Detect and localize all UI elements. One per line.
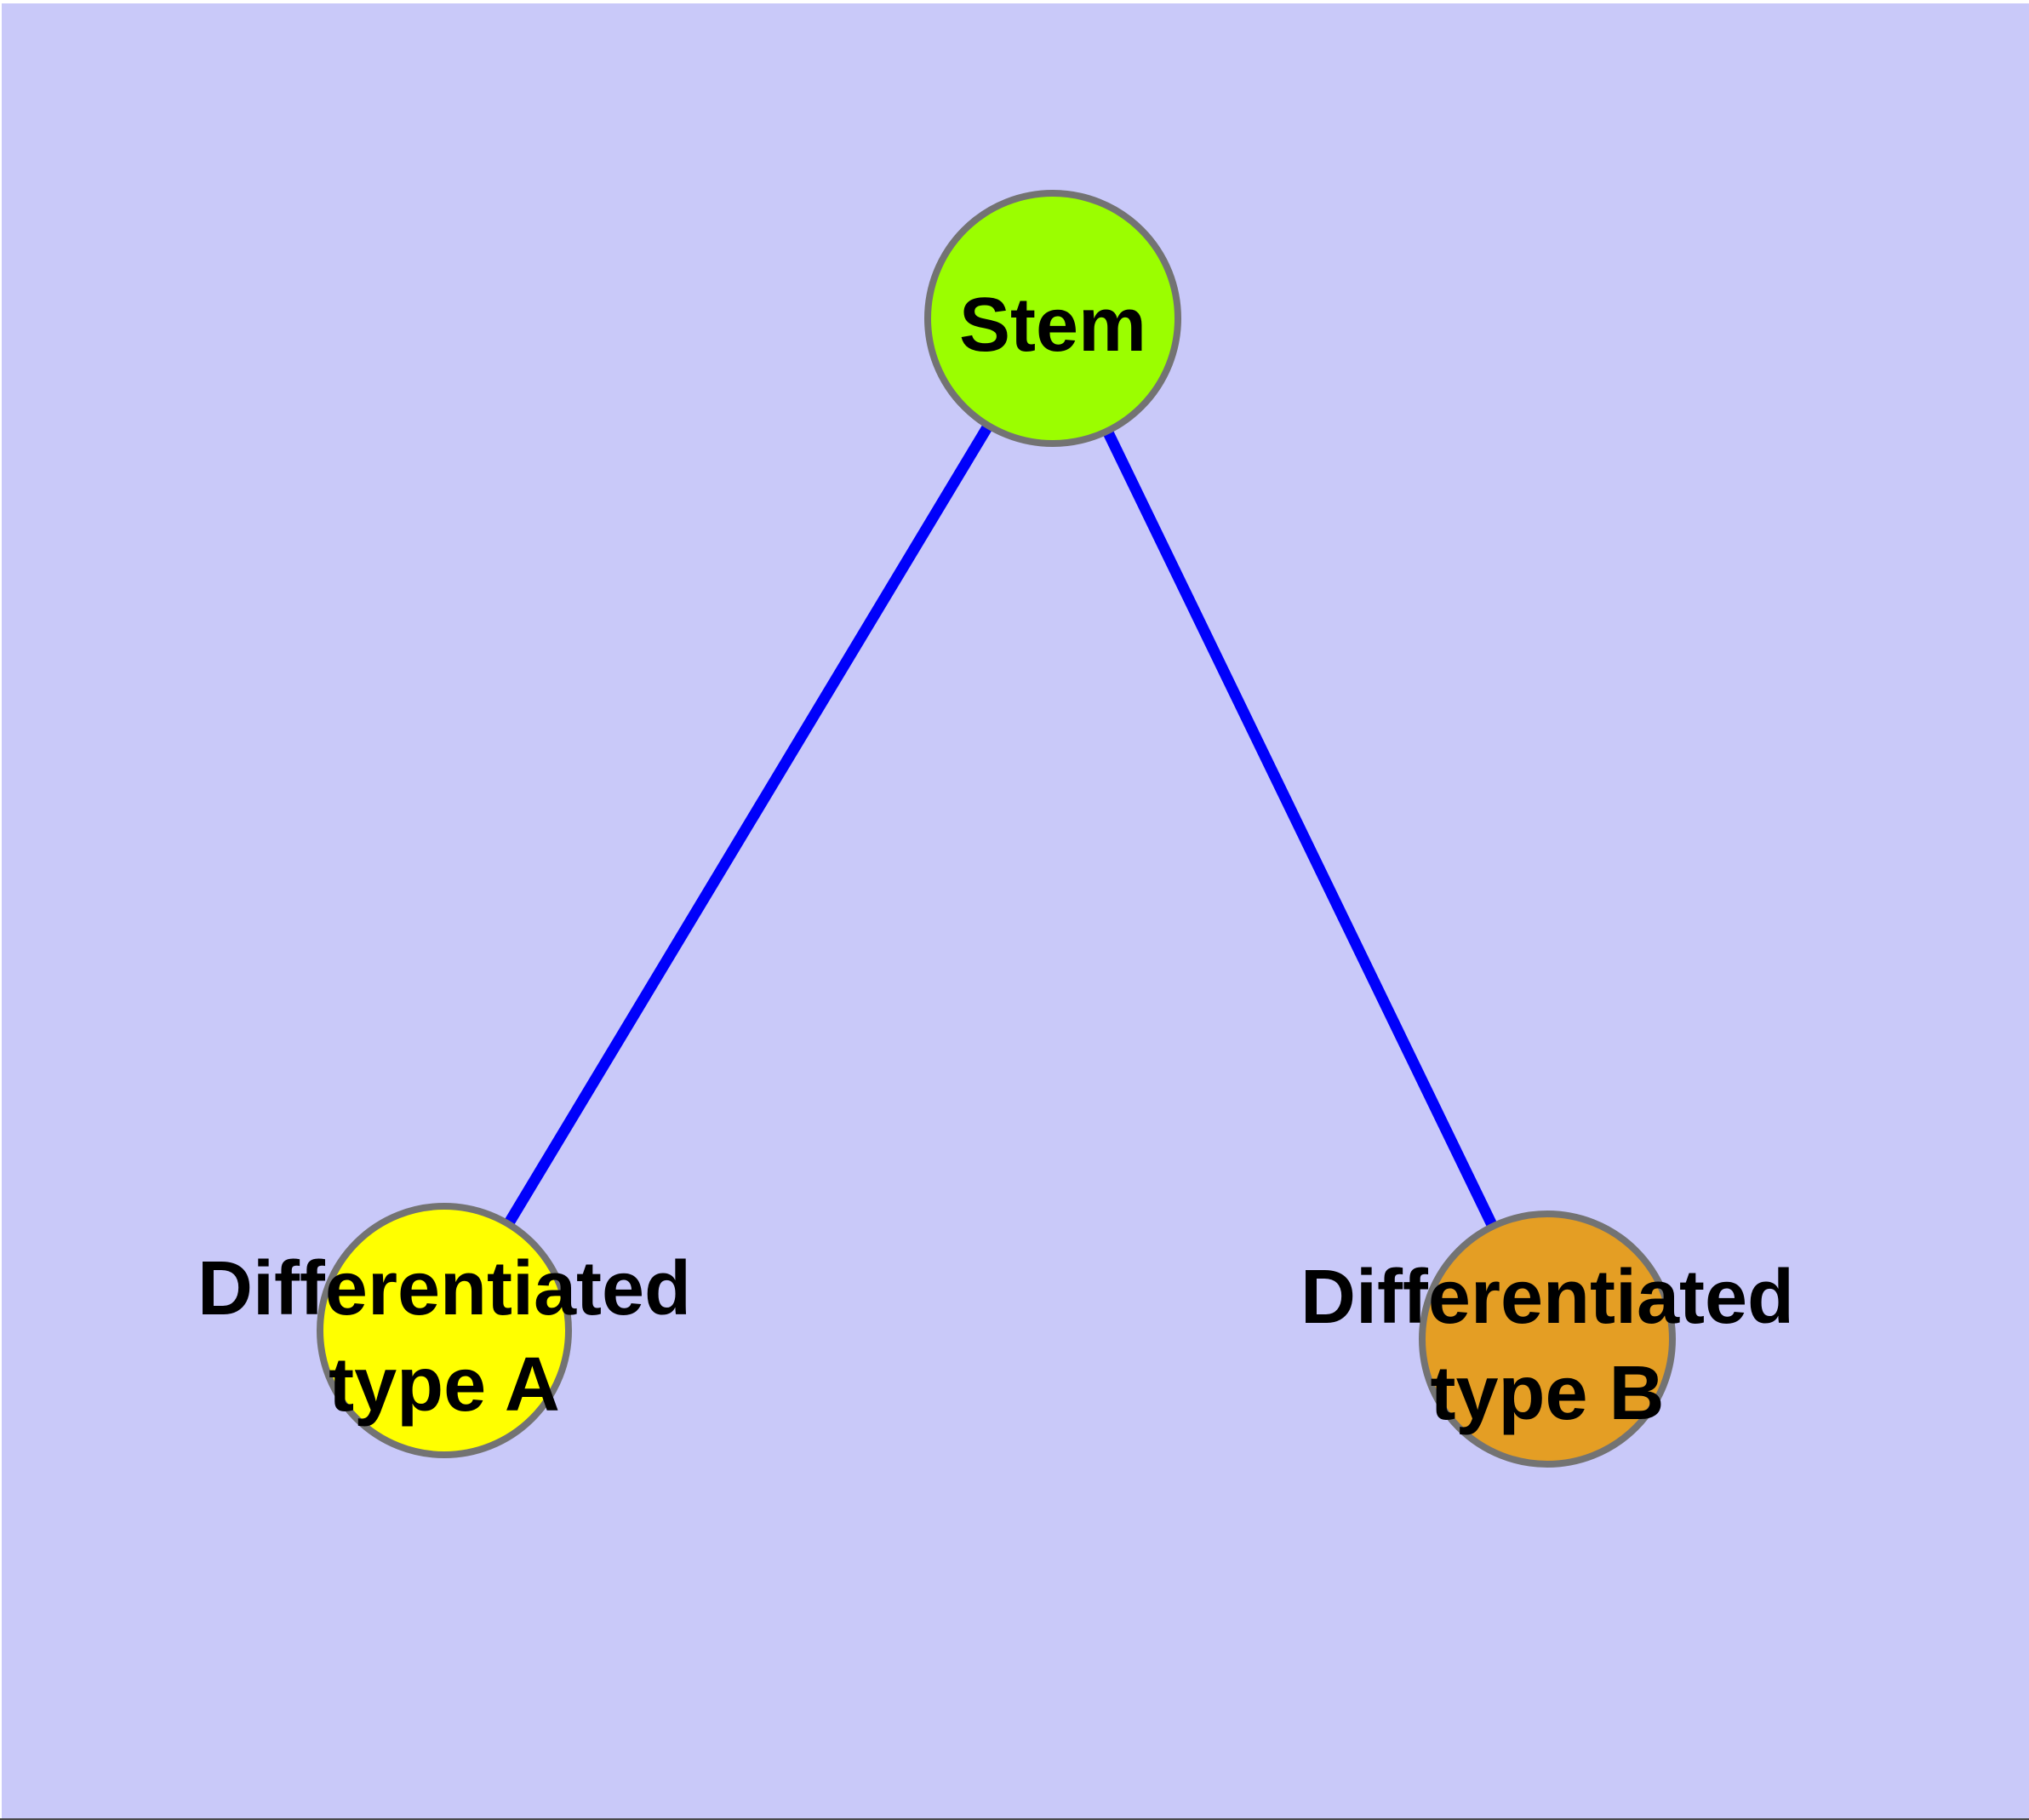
node-label-differentiated-type-a: Differentiated type A	[0, 1241, 955, 1434]
node-circle-differentiated-type-a	[317, 1203, 572, 1458]
label-line: Stem	[958, 282, 1147, 368]
label-line: type A	[329, 1342, 560, 1428]
bottom-edge-line	[0, 1818, 2029, 1820]
node-label-stem: Stem	[542, 278, 1563, 374]
edge-stem-to-differentiated-type-a	[439, 315, 1058, 1334]
edge-stem-to-differentiated-type-b	[1048, 316, 1552, 1342]
label-line: Differentiated	[197, 1246, 692, 1331]
label-line: Differentiated	[1300, 1255, 1795, 1340]
label-line: type B	[1430, 1351, 1665, 1436]
node-circle-differentiated-type-b	[1419, 1210, 1676, 1468]
node-label-differentiated-type-b: Differentiated type B	[1037, 1250, 2029, 1442]
node-circle-stem	[924, 190, 1181, 447]
